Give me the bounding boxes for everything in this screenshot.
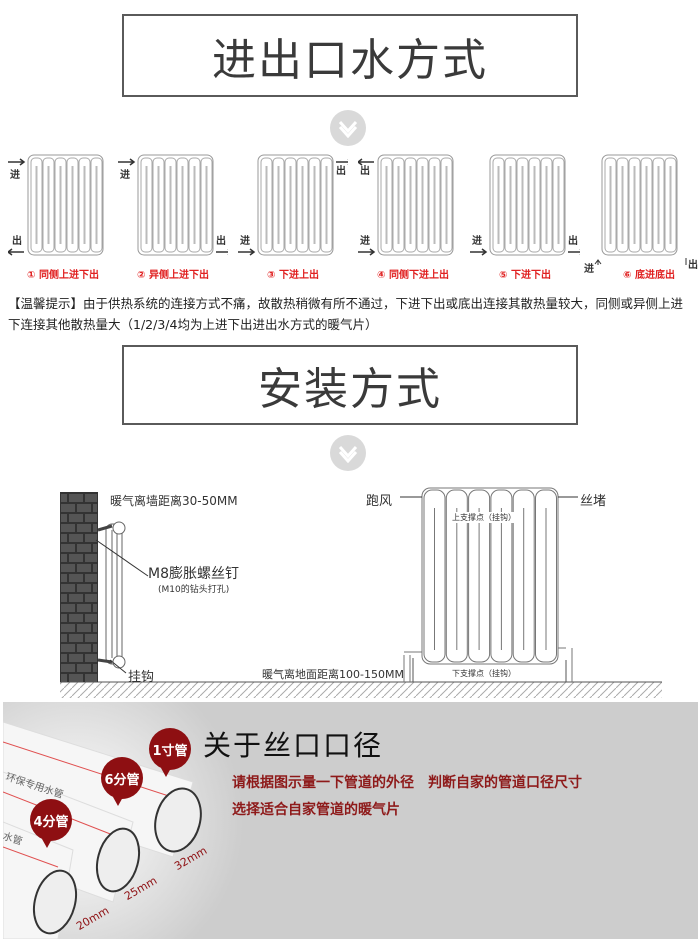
screw-label: M8膨胀螺丝钉: [148, 566, 239, 582]
inlet-label: 进: [584, 264, 594, 275]
outlet-label: 出: [216, 236, 226, 247]
wall-distance-label: 暖气离墙距离30-50MM: [110, 494, 238, 508]
connection-label: ① 同侧上进下出: [27, 270, 99, 281]
side-radiator: [97, 521, 126, 669]
bubble-4-fen: 4分管: [30, 799, 72, 848]
plug-label: 丝堵: [580, 494, 607, 509]
vent-label: 跑风: [366, 494, 393, 509]
connection-diagram-3: 进 出 ③ 下进上出: [238, 150, 348, 281]
screw-note: (M10的钻头打孔): [158, 585, 230, 595]
front-radiator: [403, 487, 573, 682]
connection-label: ② 异侧上进下出: [137, 270, 209, 281]
installation-diagram: [60, 487, 662, 698]
outlet-label: 出: [12, 236, 22, 247]
radiator-icon: [8, 154, 104, 256]
connection-diagram-5: 进 出 ⑤ 下进下出: [470, 150, 580, 281]
radiator-icon: [358, 154, 454, 256]
radiator-icon: [238, 154, 348, 256]
chevron-down-icon: [330, 435, 366, 471]
hook-label: 挂钩: [128, 670, 155, 685]
upper-support-label: 上支撑点（挂钩）: [452, 512, 516, 523]
inlet-label: 进: [10, 170, 20, 181]
radiator-icon: [118, 154, 228, 256]
floor-distance-label: 暖气离地面距离100-150MM: [262, 668, 404, 681]
pipes-line-1: 请根据图示量一下管道的外径 判断自家的管道口径尺寸: [232, 775, 582, 791]
outlet-label: 出: [336, 166, 346, 177]
inlet-label: 进: [360, 236, 370, 247]
connection-label: ⑥ 底进底出: [623, 270, 675, 281]
floor: [60, 682, 662, 698]
tip-text: 【温馨提示】由于供热系统的连接方式不痛，故散热稍微有所不通过，下进下出或底出连接…: [8, 296, 684, 332]
inlet-label: 进: [120, 170, 130, 181]
connection-diagram-4: 出进 ④ 同侧下进上出: [358, 150, 468, 281]
section-title-install: 安装方式: [122, 345, 578, 425]
inlet-label: 进: [240, 236, 250, 247]
connection-diagram-1: 进出 ① 同侧上进下出: [8, 150, 118, 281]
connection-label: ③ 下进上出: [267, 270, 319, 281]
bubble-6-fen: 6分管: [101, 757, 143, 806]
connection-label: ④ 同侧下进上出: [377, 270, 449, 281]
bubble-1-inch: 1寸管: [149, 728, 191, 777]
radiator-icon: [470, 154, 580, 256]
outlet-label: 出: [360, 166, 370, 177]
connection-diagram-6: 进 出 ⑥ 底进底出: [584, 150, 698, 281]
section-title-connection: 进出口水方式: [122, 14, 578, 97]
connection-label: ⑤ 下进下出: [499, 270, 551, 281]
chevron-down-icon: [330, 110, 366, 146]
outlet-label: 出: [568, 236, 578, 247]
pipe-size-panel: 环保专用水管 水管 1寸管 6分管 4分管 32mm 25mm 20mm 关于丝…: [3, 702, 698, 939]
lower-support-label: 下支撑点（挂钩）: [452, 668, 516, 679]
inlet-label: 进: [472, 236, 482, 247]
pipes-line-2: 选择适合自家管道的暖气片: [232, 802, 400, 818]
brick-wall: [60, 492, 98, 682]
radiator-icon: [594, 154, 687, 265]
pipes-title: 关于丝口口径: [203, 729, 384, 762]
connection-diagram-2: 进出 ② 异侧上进下出: [118, 150, 228, 281]
outlet-label: 出: [688, 260, 698, 271]
